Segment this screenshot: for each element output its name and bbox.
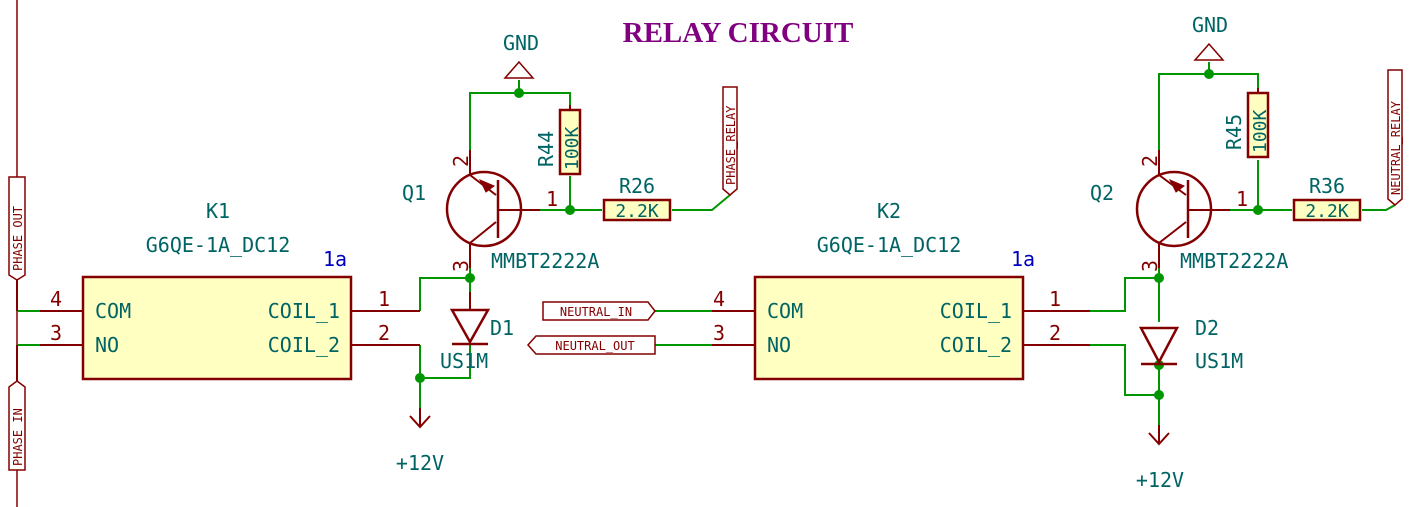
gnd-symbol (503, 60, 535, 79)
junction (565, 205, 575, 215)
neutral-in-label: NEUTRAL_IN (560, 305, 632, 319)
k2-value: G6QE-1A_DC12 (817, 233, 962, 257)
d1-value: US1M (440, 349, 488, 373)
k2-pin-num-2: 2 (1049, 321, 1061, 345)
relay-k1-body (81, 275, 353, 381)
q1-arrow-icon (478, 179, 495, 193)
phase-in-label: PHASE_IN (11, 408, 25, 466)
relay-k1-group: GND +12V 4 3 1 2 COM NO COIL_1 COIL_2 K1… (8, 31, 738, 475)
q2-value: MMBT2222A (1180, 249, 1288, 273)
wire-coil2-diode-k2 (1090, 344, 1159, 396)
r36-ref: R36 (1309, 174, 1345, 198)
d2-value: US1M (1195, 349, 1243, 373)
k2-pin-com: COM (767, 299, 803, 323)
q1-value: MMBT2222A (491, 249, 599, 273)
q2-pin-e: 3 (1138, 260, 1162, 272)
k1-pin-coil2: COIL_2 (268, 333, 340, 357)
wire-r26-phase-relay (672, 194, 731, 211)
r26-ref: R26 (619, 174, 655, 198)
k1-unit: 1a (323, 247, 347, 271)
q1-emitter-diag (469, 221, 497, 244)
junction (1253, 205, 1263, 215)
schematic-title: RELAY CIRCUIT (623, 17, 854, 49)
k1-pin-num-3: 3 (50, 321, 62, 345)
neutral-out-flag (526, 335, 656, 355)
k2-pin-num-1: 1 (1049, 287, 1061, 311)
junction (415, 373, 425, 383)
relay-k2-body (753, 275, 1025, 381)
junction (465, 273, 475, 283)
r44-ref: R44 (534, 131, 558, 167)
phase-relay-flag (722, 86, 738, 196)
q2-pin-b: 1 (1236, 187, 1248, 211)
r26-body (602, 198, 672, 222)
k2-pin-num-3: 3 (713, 321, 725, 345)
neutral-in-flag (542, 301, 656, 321)
k2-unit: 1a (1011, 247, 1035, 271)
relay-k2-group: GND +12V 4 3 1 2 COM NO COIL_1 COIL_2 K2… (526, 13, 1403, 492)
k1-pin-coil1: COIL_1 (268, 299, 340, 323)
q1-ref: Q1 (402, 181, 426, 205)
k2-pin-coil1: COIL_1 (940, 299, 1012, 323)
q2-ref: Q2 (1090, 181, 1114, 205)
q2-pin-c: 2 (1138, 155, 1162, 167)
phase-out-flag (8, 176, 26, 281)
vcc-label: +12V (1136, 468, 1184, 492)
k2-pin-no: NO (767, 333, 791, 357)
gnd-symbol (1193, 42, 1225, 61)
q2-emitter-diag (1158, 221, 1187, 244)
vcc-arrow-icon (409, 415, 431, 429)
q1-pin-b: 1 (546, 187, 558, 211)
neutral-relay-flag (1387, 69, 1403, 206)
k2-pin-coil2: COIL_2 (940, 333, 1012, 357)
d1-body (449, 308, 491, 345)
phase-in-flag (8, 380, 26, 471)
k1-value: G6QE-1A_DC12 (146, 233, 291, 257)
vcc-label: +12V (396, 451, 444, 475)
wire-r36-neutral-relay (1362, 204, 1396, 211)
vcc-arrow-icon (1148, 432, 1170, 446)
d1-ref: D1 (490, 316, 514, 340)
gnd-label: GND (503, 31, 539, 55)
r26-value: 2.2K (615, 201, 659, 222)
junction (514, 88, 524, 98)
k1-pin-num-1: 1 (378, 287, 390, 311)
wire-coil2-diode (419, 345, 471, 379)
junction (1154, 273, 1164, 283)
junction (1204, 69, 1214, 79)
r45-ref: R45 (1222, 114, 1246, 150)
r44-value: 100K (562, 126, 583, 170)
r36-body (1292, 198, 1362, 222)
r45-value: 100K (1250, 109, 1271, 153)
gnd-label: GND (1192, 13, 1228, 37)
wire-emitter-coil1-k2 (1090, 268, 1160, 312)
junction (1154, 390, 1164, 400)
k2-pin-num-4: 4 (713, 287, 725, 311)
neutral-out-label: NEUTRAL_OUT (555, 339, 634, 353)
k1-pin-num-2: 2 (378, 321, 390, 345)
phase-relay-label: PHASE_RELAY (724, 105, 738, 185)
k1-pin-num-4: 4 (50, 287, 62, 311)
k1-pin-com: COM (95, 299, 131, 323)
d2-body (1138, 326, 1180, 365)
k2-ref: K2 (877, 199, 901, 223)
k1-ref: K1 (206, 199, 230, 223)
d2-ref: D2 (1195, 316, 1219, 340)
q1-pin-c: 2 (449, 155, 473, 167)
q1-pin-e: 3 (449, 260, 473, 272)
q2-arrow-icon (1168, 179, 1185, 193)
r36-value: 2.2K (1305, 201, 1349, 222)
neutral-relay-label: NEUTRAL_RELAY (1389, 100, 1403, 195)
k1-pin-no: NO (95, 333, 119, 357)
wire-emitter-coil1 (419, 268, 471, 311)
phase-out-label: PHASE_OUT (11, 206, 25, 271)
